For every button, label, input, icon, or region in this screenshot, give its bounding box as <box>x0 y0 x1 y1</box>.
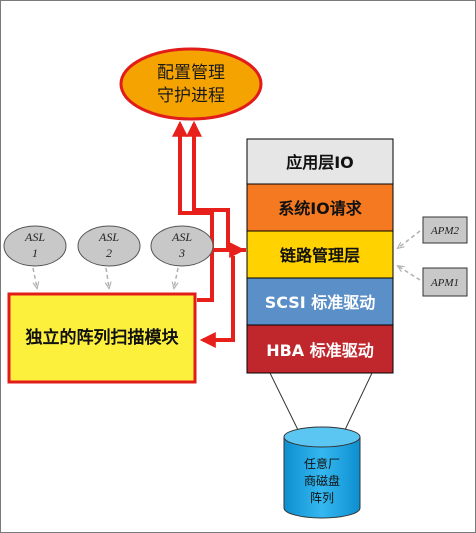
layer-scsi-driver-label: SCSI 标准驱动 <box>265 293 376 312</box>
disk-label-line1: 任意厂 <box>304 456 340 471</box>
layer-app-io-label: 应用层IO <box>286 153 354 172</box>
connector-apm1-link <box>398 266 421 281</box>
scanner-module: 独立的阵列扫描模块 <box>7 292 197 384</box>
asl-3-shape <box>150 225 214 267</box>
connector-asl1-scanner <box>32 267 37 288</box>
connector-asl3-scanner <box>174 267 179 288</box>
asl-group: ASL 1 ASL 2 ASL 3 <box>3 225 214 267</box>
asl-3-num: 3 <box>178 246 185 260</box>
config-daemon-node: 配置管理 守护进程 <box>119 47 263 121</box>
asl-2-shape <box>77 225 141 267</box>
layer-hba-driver-label: HBA 标准驱动 <box>266 341 374 360</box>
scanner-module-box <box>7 292 197 384</box>
asl-1-shape <box>3 225 67 267</box>
connector-asl2-scanner <box>106 267 109 288</box>
connector-apm2-link <box>398 230 421 248</box>
apm2-label: APM2 <box>430 225 460 237</box>
disk-label-line3: 阵列 <box>310 491 334 505</box>
disk-cylinder-top <box>283 426 361 448</box>
disk-array: 任意厂 商磁盘 阵列 <box>283 426 361 519</box>
asl-3-name: ASL <box>171 230 192 244</box>
config-daemon-label-line2: 守护进程 <box>157 86 225 106</box>
asl-1-name: ASL <box>24 230 45 244</box>
asl-2-num: 2 <box>106 246 112 260</box>
layer-hba-driver <box>246 324 394 374</box>
disk-label-line2: 商磁盘 <box>304 473 340 488</box>
hba-disk-lines <box>269 372 373 435</box>
layer-link-mgmt <box>246 230 394 279</box>
layer-link-mgmt-label: 链路管理层 <box>280 246 360 265</box>
apm2-box <box>422 216 468 244</box>
apm-group: APM2 APM1 <box>422 216 468 297</box>
asl-node-1: ASL 1 <box>3 225 67 267</box>
layer-system-io-label: 系统IO请求 <box>278 199 363 218</box>
asl-node-3: ASL 3 <box>150 225 214 267</box>
scanner-module-label: 独立的阵列扫描模块 <box>26 327 180 348</box>
layer-scsi-driver <box>246 277 394 326</box>
gray-dashed-connectors <box>32 230 421 288</box>
asl-2-name: ASL <box>98 230 119 244</box>
asl-1-num: 1 <box>32 246 38 260</box>
disk-cylinder-body <box>283 437 361 519</box>
arrow-scanner-to-daemon <box>172 120 214 302</box>
arrow-link-to-scanner <box>199 256 235 348</box>
io-stack: 应用层IO 系统IO请求 链路管理层 SCSI 标准驱动 HBA 标准驱动 <box>246 138 394 374</box>
config-daemon-label-line1: 配置管理 <box>157 63 225 83</box>
config-daemon-shape <box>119 47 263 121</box>
apm1-box <box>422 267 468 297</box>
layer-app-io <box>246 138 394 185</box>
apm1-label: APM1 <box>430 277 459 289</box>
asl-node-2: ASL 2 <box>77 225 141 267</box>
